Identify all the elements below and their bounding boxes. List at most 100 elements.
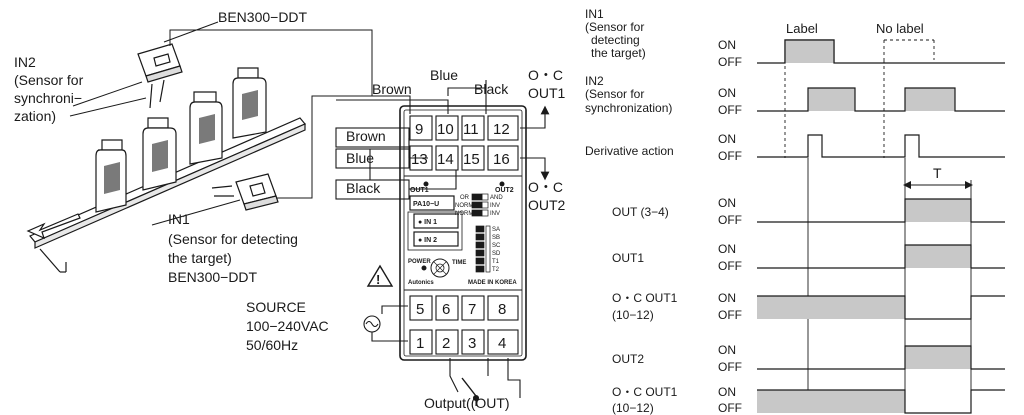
terminal-10: 10 xyxy=(437,121,454,138)
terminal-8: 8 xyxy=(498,301,506,318)
output-label: Output((OUT) xyxy=(424,395,510,411)
row5-off: OFF xyxy=(718,259,742,273)
row3-label: Derivative action xyxy=(585,144,674,158)
conveyor-scene xyxy=(26,21,410,273)
switch-label-inv-1: INV xyxy=(490,203,500,209)
terminal-6: 6 xyxy=(442,301,450,318)
row2-label-0: IN2 xyxy=(585,74,604,88)
terminal-11: 11 xyxy=(463,121,479,138)
row7-label: OUT2 xyxy=(612,352,644,366)
row8-label-0: O・C OUT1 xyxy=(612,385,678,399)
mode-label-sa: SA xyxy=(492,227,500,233)
row3-off: OFF xyxy=(718,149,742,163)
terminal-16: 16 xyxy=(493,151,510,168)
mode-label-t2: T2 xyxy=(492,267,500,273)
timing-labels: Label No label T IN1 (Sensor for detecti… xyxy=(585,7,942,415)
timing-diagram xyxy=(757,39,1005,414)
row7-on: ON xyxy=(718,343,736,357)
row1-off: OFF xyxy=(718,55,742,69)
terminal-14: 14 xyxy=(437,151,454,168)
row8-off: OFF xyxy=(718,401,742,415)
device-in1: ● IN 1 xyxy=(418,219,437,226)
terminal-12: 12 xyxy=(493,121,510,138)
terminal-1: 1 xyxy=(416,335,424,352)
sensor-in2-icon xyxy=(137,43,183,109)
in2-label-0: IN2 xyxy=(14,54,36,70)
row6-label-1: (10−12) xyxy=(612,308,654,322)
row1-on: ON xyxy=(718,38,736,52)
row6-label-0: O・C OUT1 xyxy=(612,291,678,305)
label-no-text: No label xyxy=(876,21,924,36)
row5-on: ON xyxy=(718,242,736,256)
device-made-in: MADE IN KOREA xyxy=(468,280,517,286)
wiring-labels: Brown Blue Black Brown Blue Black O・C OU… xyxy=(246,67,566,411)
device-out2: OUT2 xyxy=(495,187,514,194)
terminal-13: 13 xyxy=(411,151,428,168)
row2-off: OFF xyxy=(718,103,742,117)
source-label-2: 50/60Hz xyxy=(246,337,298,353)
row1-label-3: the target) xyxy=(591,46,646,60)
row7-off: OFF xyxy=(718,360,742,374)
row6-on: ON xyxy=(718,291,736,305)
terminal-15: 15 xyxy=(463,151,480,168)
oc-out1-label-1: OUT1 xyxy=(528,85,566,101)
row1-label-0: IN1 xyxy=(585,7,604,21)
wire-left-black: Black xyxy=(346,180,381,196)
source-label-1: 100−240VAC xyxy=(246,318,329,334)
oc-out2-label-1: OUT2 xyxy=(528,197,566,213)
in1-label-0: IN1 xyxy=(168,211,190,227)
row2-label-2: synchronization) xyxy=(585,101,672,115)
bottle xyxy=(95,139,127,213)
row4-off: OFF xyxy=(718,213,742,227)
sensor-top-model: BEN300−DDT xyxy=(218,9,308,25)
terminal-3: 3 xyxy=(468,335,476,352)
terminal-5: 5 xyxy=(416,301,424,318)
controller-labels: 9 10 11 12 13 14 15 16 5 6 7 8 1 2 3 4 O… xyxy=(408,121,517,352)
mode-label-t1: T1 xyxy=(492,259,500,265)
row1-label-1: (Sensor for xyxy=(585,20,644,34)
row8-label-1: (10−12) xyxy=(612,401,654,415)
in2-label-2: synchroni− xyxy=(14,90,82,106)
row2-on: ON xyxy=(718,86,736,100)
in1-label-2: the target) xyxy=(168,250,232,266)
warning-icon: ! xyxy=(376,272,380,287)
switch-label-and: AND xyxy=(490,195,503,201)
terminal-2: 2 xyxy=(442,335,450,352)
switch-label-or: OR xyxy=(460,195,470,201)
sensor-in1-icon xyxy=(211,173,279,211)
row8-on: ON xyxy=(718,385,736,399)
terminal-7: 7 xyxy=(468,301,476,318)
row2-label-1: (Sensor for xyxy=(585,87,644,101)
wire-left-blue: Blue xyxy=(346,150,374,166)
in2-label-1: (Sensor for xyxy=(14,72,84,88)
oc-out1-label-0: O・C xyxy=(528,67,563,83)
wire-top-brown: Brown xyxy=(372,81,412,97)
terminal-4: 4 xyxy=(498,335,506,352)
row4-label: OUT (3−4) xyxy=(612,205,669,219)
bottle xyxy=(189,91,223,165)
row4-on: ON xyxy=(718,196,736,210)
source-label-0: SOURCE xyxy=(246,299,306,315)
device-in2: ● IN 2 xyxy=(418,237,437,244)
wire-left-brown: Brown xyxy=(346,128,386,144)
switch-label-norm-2: NORM xyxy=(455,211,473,217)
row5-label: OUT1 xyxy=(612,251,644,265)
controller-unit xyxy=(399,105,527,361)
switch-label-norm-1: NORM xyxy=(455,203,473,209)
device-brand: Autonics xyxy=(408,280,434,286)
wire-top-blue: Blue xyxy=(430,67,458,83)
oc-out2-label-0: O・C xyxy=(528,179,563,195)
bottle xyxy=(142,117,177,191)
conveyor-direction-arrow xyxy=(26,213,81,240)
scene-labels: BEN300−DDT IN2 (Sensor for synchroni− za… xyxy=(14,9,308,285)
in1-label-1: (Sensor for detecting xyxy=(168,231,298,247)
in2-label-3: zation) xyxy=(14,108,56,124)
row6-off: OFF xyxy=(718,308,742,322)
row3-on: ON xyxy=(718,132,736,146)
row1-label-2: detecting xyxy=(591,33,640,47)
device-out1: OUT1 xyxy=(410,187,429,194)
bottle xyxy=(232,67,267,139)
label-yes-text: Label xyxy=(786,21,818,36)
period-t-label: T xyxy=(933,165,942,181)
